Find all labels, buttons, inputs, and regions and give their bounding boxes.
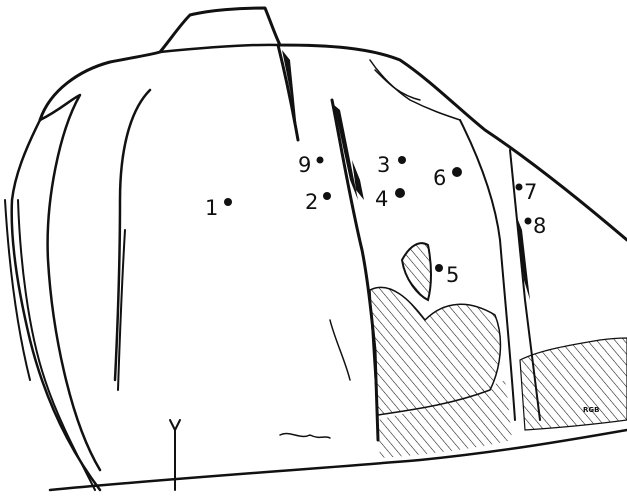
svg-text:3: 3: [377, 153, 390, 177]
marker-3: 3: [377, 153, 406, 177]
svg-text:9: 9: [298, 153, 311, 177]
marker-2: 2: [305, 190, 331, 214]
marker-9: 9: [298, 153, 324, 177]
shaded-rock-areas: [370, 243, 627, 458]
marker-4: 4: [375, 187, 405, 211]
marker-6: 6: [433, 166, 462, 190]
svg-text:5: 5: [446, 263, 459, 287]
marker-5: 5: [435, 263, 459, 287]
artist-signature: RGB: [583, 406, 599, 414]
svg-text:7: 7: [524, 180, 537, 204]
marker-7: 7: [516, 180, 538, 204]
svg-text:1: 1: [205, 196, 218, 220]
svg-text:6: 6: [433, 166, 446, 190]
marker-8: 8: [525, 214, 547, 238]
marker-1: 1: [205, 196, 232, 220]
svg-text:8: 8: [533, 214, 546, 238]
markers: 1 2 3 4 5 6 7 8: [205, 153, 546, 287]
svg-text:2: 2: [305, 190, 318, 214]
svg-text:4: 4: [375, 187, 388, 211]
